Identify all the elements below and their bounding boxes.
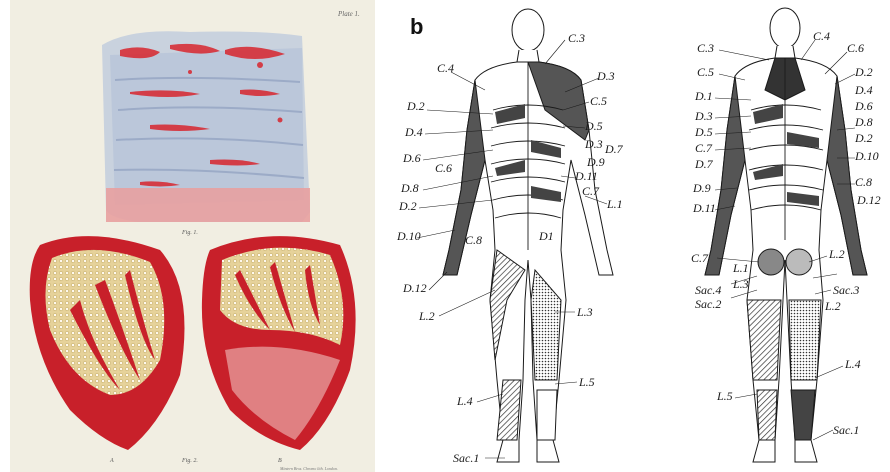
back-label: Sac.4 [695,283,721,297]
plate-title: Plate 1. [337,10,360,18]
front-label: C.5 [590,94,607,108]
front-label: D.4 [404,125,423,139]
front-label: L.3 [576,305,593,319]
back-label: C.6 [847,41,864,55]
front-label: D.10 [396,229,421,243]
front-label: D.7 [604,142,624,156]
histology-plate: Plate 1. Fig. 1. [10,0,375,472]
back-label: Sac.3 [833,283,859,297]
plate-imprint: Mintern Bros. Chromo lith. London. [279,466,338,471]
back-label: C.3 [697,41,714,55]
back-label: L.2 [828,247,845,261]
fig1-section [102,31,310,222]
back-label: D.6 [854,99,873,113]
front-label: C.4 [437,61,454,75]
back-label: C.7 [695,141,713,155]
fig2-label-a: A [109,458,114,464]
back-label: D.4 [854,83,873,97]
back-label: Sac.1 [833,423,859,437]
front-label: D.9 [586,155,605,169]
front-label: D.2 [398,199,417,213]
back-label: C.4 [813,29,830,43]
back-label: D.1 [694,89,713,103]
fig2-label-b: B [278,458,282,464]
back-label: C.8 [855,175,872,189]
front-label: D1 [538,229,554,243]
front-label: D.3 [596,69,615,83]
front-label: D.12 [402,281,427,295]
front-label: D.2 [406,99,425,113]
front-label: D.5 [584,119,603,133]
front-label: L.2 [418,309,435,323]
front-label: D.11 [574,169,598,183]
back-label: Sac.2 [695,297,721,311]
front-label: D.6 [402,151,421,165]
back-label: D.2 [854,65,873,79]
front-label: C.8 [465,233,482,247]
back-label: L.4 [844,357,861,371]
back-label: L.5 [716,389,733,403]
front-label: C.3 [568,31,585,45]
front-label: C.7 [582,184,600,198]
front-label: D.8 [400,181,419,195]
back-label: D.7 [694,157,714,171]
back-label: L.3 [732,277,749,291]
fig1-caption: Fig. 1. [181,230,198,236]
back-label: D.11 [692,201,716,215]
back-label: D.3 [694,109,713,123]
front-label: Sac.1 [453,451,479,465]
front-label: L.1 [606,197,623,211]
back-label: L.2 [824,299,841,313]
back-label: D.5 [694,125,713,139]
back-label: C.7 [691,251,709,265]
back-label: D.8 [854,115,873,129]
front-label: D.3 [584,137,603,151]
fig2-caption: Fig. 2. [181,458,198,464]
front-label: L.5 [578,375,595,389]
front-label: L.4 [456,394,473,408]
back-label: D.10 [854,149,879,163]
back-label: L.1 [732,261,749,275]
dermatome-diagram: C.3 C.4 D.3 D.2 C.5 D.4 D.5 D.6 D.3 D.7 … [385,0,890,472]
back-label: D.9 [692,181,711,195]
front-label: C.6 [435,161,452,175]
back-label: D.12 [856,193,881,207]
back-label: D.2 [854,131,873,145]
back-label: C.5 [697,65,714,79]
